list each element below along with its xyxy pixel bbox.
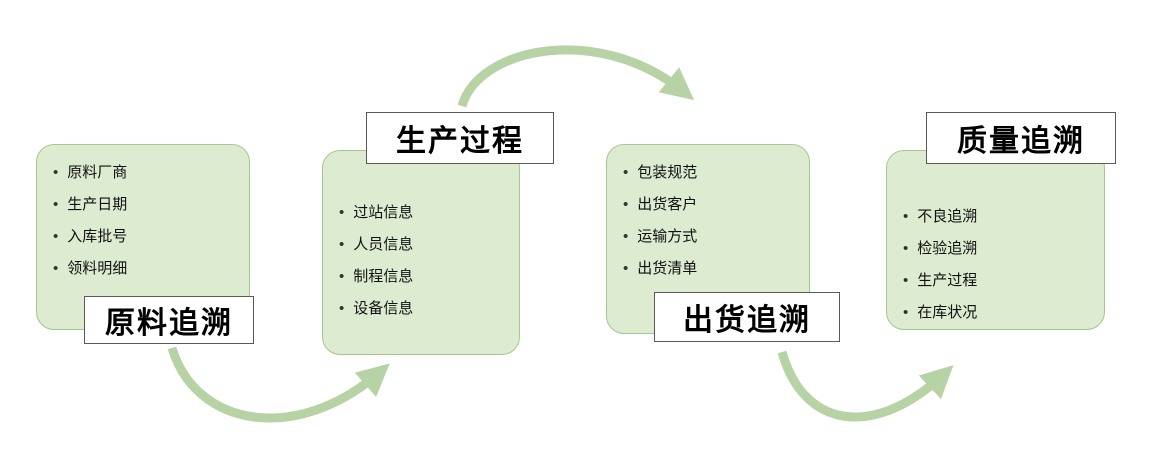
- production-process-item-list: 过站信息 人员信息 制程信息 设备信息: [323, 151, 519, 325]
- list-item: 不良追溯: [903, 201, 1096, 233]
- curved-arrow-bottom-left-icon: [167, 346, 390, 423]
- label-shipment-trace: 出货追溯: [654, 292, 840, 342]
- list-item: 生产日期: [53, 189, 241, 221]
- list-item: 生产过程: [903, 265, 1096, 297]
- raw-material-item-list: 原料厂商 生产日期 入库批号 领料明细: [37, 145, 249, 285]
- label-raw-material-trace: 原料追溯: [84, 296, 254, 344]
- list-item: 过站信息: [339, 197, 511, 229]
- list-item: 入库批号: [53, 221, 241, 253]
- quality-item-list: 不良追溯 检验追溯 生产过程 在库状况: [887, 151, 1104, 329]
- list-item: 原料厂商: [53, 157, 241, 189]
- box-production-process: 过站信息 人员信息 制程信息 设备信息: [322, 150, 520, 355]
- box-quality: 不良追溯 检验追溯 生产过程 在库状况: [886, 150, 1105, 330]
- list-item: 制程信息: [339, 261, 511, 293]
- list-item: 包装规范: [623, 157, 801, 189]
- list-item: 检验追溯: [903, 233, 1096, 265]
- list-item: 领料明细: [53, 253, 241, 285]
- list-item: 出货客户: [623, 189, 801, 221]
- box-raw-material: 原料厂商 生产日期 入库批号 领料明细: [36, 144, 250, 330]
- curved-arrow-top-icon: [457, 45, 695, 108]
- list-item: 设备信息: [339, 293, 511, 325]
- label-production-process: 生产过程: [366, 112, 554, 164]
- list-item: 出货清单: [623, 253, 801, 285]
- curved-arrow-bottom-right-icon: [777, 350, 954, 422]
- list-item: 在库状况: [903, 297, 1096, 329]
- shipment-item-list: 包装规范 出货客户 运输方式 出货清单: [607, 145, 809, 285]
- list-item: 人员信息: [339, 229, 511, 261]
- list-item: 运输方式: [623, 221, 801, 253]
- label-quality-trace: 质量追溯: [926, 112, 1116, 164]
